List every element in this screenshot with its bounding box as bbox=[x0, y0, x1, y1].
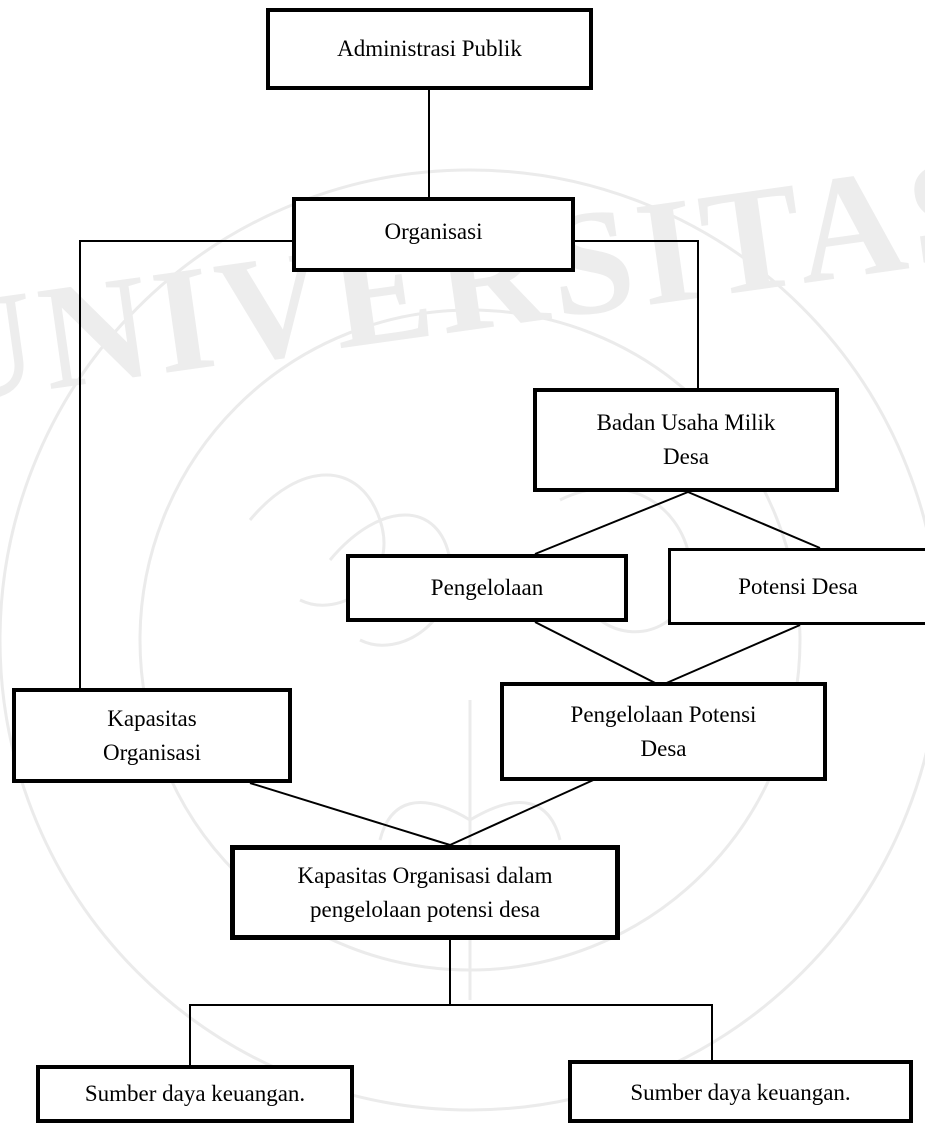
node-organisasi: Organisasi bbox=[292, 197, 575, 272]
node-pengelolaan-potensi-desa: Pengelolaan Potensi Desa bbox=[500, 682, 827, 781]
node-kapasitas-organisasi: Kapasitas Organisasi bbox=[12, 688, 292, 783]
node-label: Organisasi bbox=[384, 219, 483, 244]
node-label: Sumber daya keuangan. bbox=[84, 1081, 306, 1106]
node-label: Potensi Desa bbox=[738, 573, 858, 599]
edge-organisasi-kapasitas bbox=[79, 240, 292, 688]
edge-pengelolaan-ppd bbox=[534, 621, 666, 689]
node-potensi-desa: Potensi Desa bbox=[668, 548, 925, 625]
node-label: Kapasitas Organisasi bbox=[103, 705, 201, 765]
edge-bumdes-potensi bbox=[687, 491, 821, 549]
node-pengelolaan: Pengelolaan bbox=[346, 554, 628, 622]
node-badan-usaha-milik-desa: Badan Usaha Milik Desa bbox=[533, 388, 839, 492]
node-label: Pengelolaan bbox=[430, 575, 544, 600]
node-label: Kapasitas Organisasi dalam pengelolaan p… bbox=[297, 862, 553, 922]
edge-organisasi-bumdes bbox=[575, 240, 699, 388]
node-kapasitas-organisasi-dalam-pengelolaan: Kapasitas Organisasi dalam pengelolaan p… bbox=[230, 845, 620, 940]
edge-kod-sumber bbox=[189, 940, 451, 1065]
edge-bumdes-pengelolaan bbox=[534, 491, 689, 555]
node-administrasi-publik: Administrasi Publik bbox=[266, 8, 593, 90]
edge-ppd-kod bbox=[449, 776, 601, 846]
node-label: Administrasi Publik bbox=[337, 36, 522, 61]
edge-kapasitas-kod bbox=[249, 782, 451, 846]
node-sumber-daya-keuangan-left: Sumber daya keuangan. bbox=[36, 1065, 354, 1123]
node-label: Sumber daya keuangan. bbox=[630, 1080, 851, 1105]
edge-potensi-ppd bbox=[654, 624, 801, 689]
node-sumber-daya-keuangan-right: Sumber daya keuangan. bbox=[568, 1060, 913, 1123]
node-label: Pengelolaan Potensi Desa bbox=[570, 701, 757, 761]
edge-kod-sumber-right bbox=[450, 1004, 713, 1060]
node-label: Badan Usaha Milik Desa bbox=[596, 410, 776, 469]
